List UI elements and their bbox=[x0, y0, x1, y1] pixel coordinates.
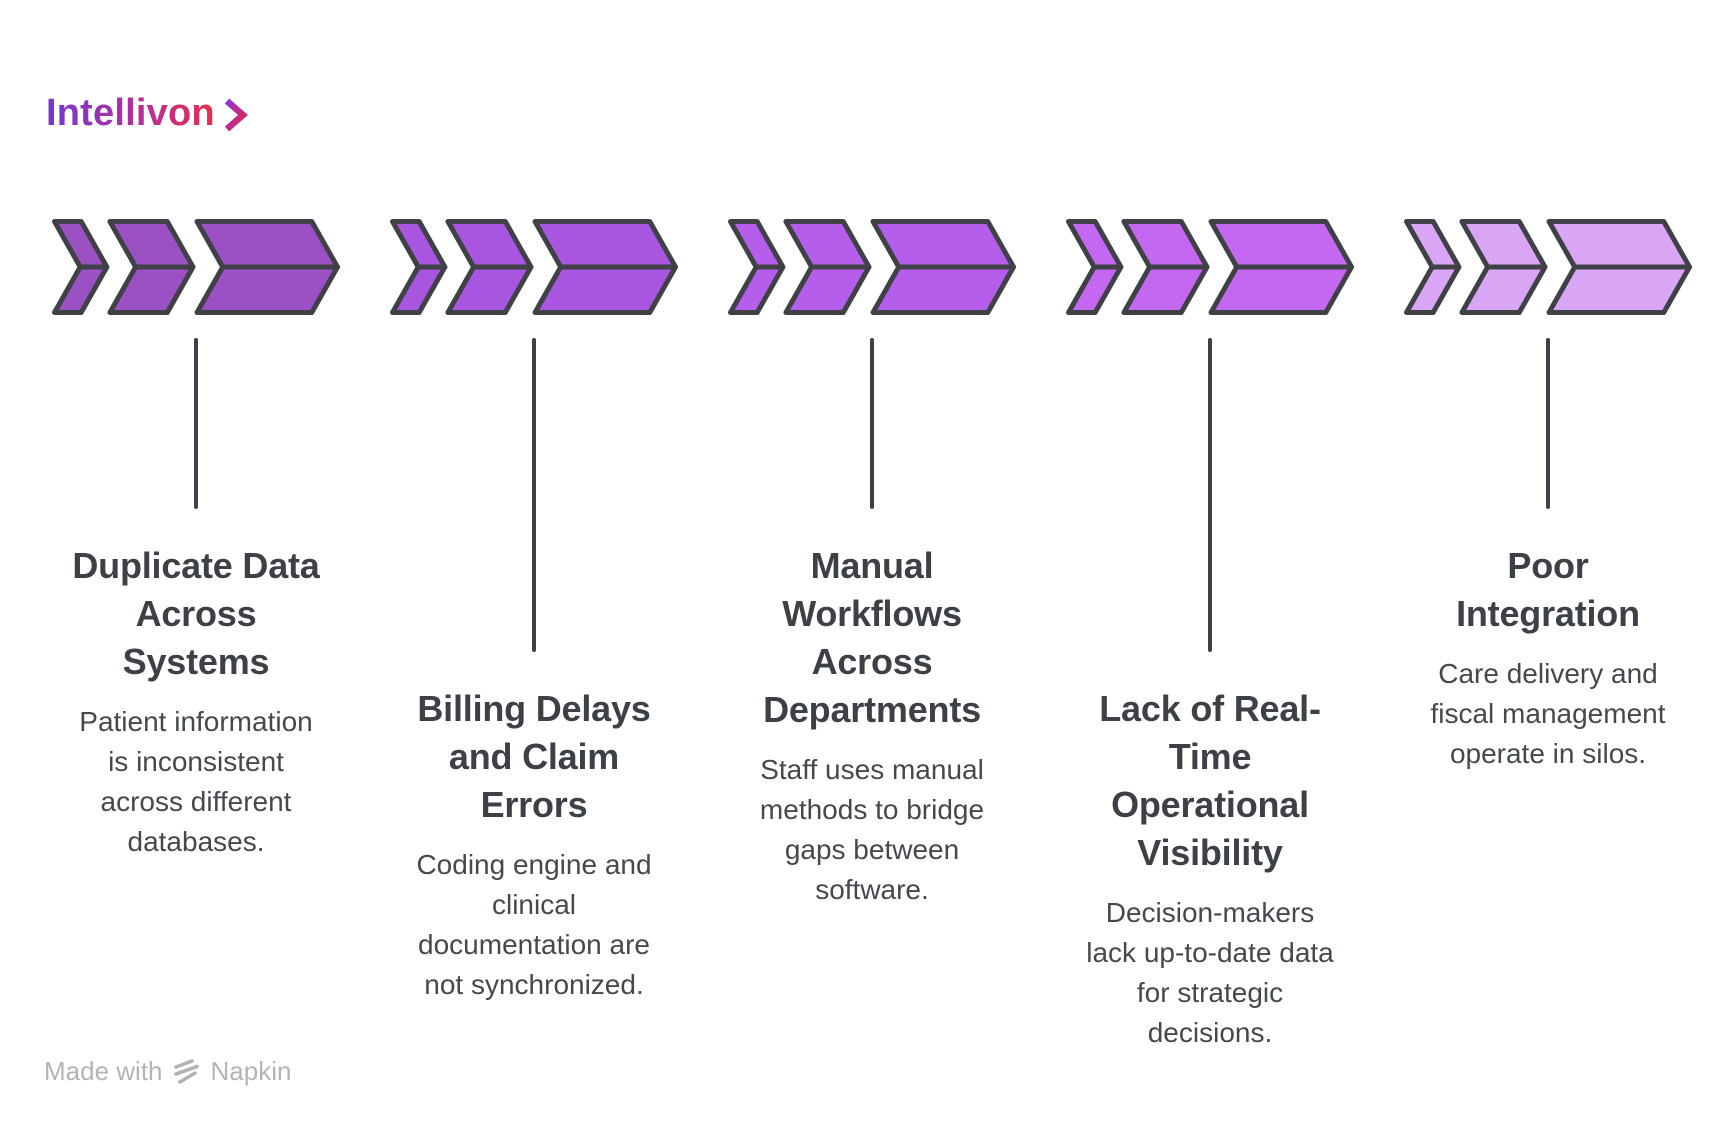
chevron-small-bottom-half bbox=[51, 264, 110, 315]
chevron-small-bottom-half bbox=[390, 264, 448, 315]
connector-line bbox=[194, 338, 198, 509]
chevron-large-bottom-half bbox=[194, 264, 340, 315]
step-column-duplicate-data: Duplicate Data Across Systems Patient in… bbox=[36, 219, 356, 862]
chevron-medium-top-half bbox=[445, 219, 534, 270]
step-title: Poor Integration bbox=[1456, 545, 1640, 634]
connector-line bbox=[1208, 338, 1212, 652]
chevron-small-top-half bbox=[1066, 219, 1124, 270]
chevron-arrow-group bbox=[727, 219, 1016, 315]
chevron-small-top-half bbox=[1404, 219, 1462, 270]
step-title: Lack of Real- Time Operational Visibilit… bbox=[1099, 688, 1321, 873]
chevron-medium-top-half bbox=[783, 219, 872, 270]
chevron-arrow-group bbox=[1404, 219, 1692, 315]
chevron-small-bottom-half bbox=[727, 264, 786, 315]
chevron-small-top-half bbox=[390, 219, 448, 270]
step-column-realtime-visibility: Lack of Real- Time Operational Visibilit… bbox=[1050, 219, 1370, 1053]
chevron-medium-bottom-half bbox=[1459, 264, 1548, 315]
napkin-label: Napkin bbox=[210, 1056, 292, 1086]
connector-line bbox=[1546, 338, 1550, 509]
step-column-manual-workflows: Manual Workflows Across Departments Staf… bbox=[712, 219, 1032, 910]
chevron-large-bottom-half bbox=[870, 264, 1016, 315]
chevron-small-top-half bbox=[727, 219, 786, 270]
chevron-large-top-half bbox=[1208, 219, 1354, 270]
brand-logo-text: Intellivon bbox=[46, 92, 215, 134]
brand-logo: Intellivon bbox=[46, 92, 250, 135]
napkin-attribution: Made with Napkin bbox=[44, 1056, 291, 1087]
brand-chevron-icon bbox=[224, 98, 248, 131]
chevron-medium-bottom-half bbox=[1121, 264, 1210, 315]
chevron-large-top-half bbox=[870, 219, 1016, 270]
connector-line bbox=[532, 338, 536, 652]
step-description: Patient information is inconsistent acro… bbox=[79, 706, 313, 857]
chevron-large-top-half bbox=[1546, 219, 1692, 270]
chevron-large-bottom-half bbox=[1546, 264, 1692, 315]
chevron-large-top-half bbox=[194, 219, 340, 270]
chevron-medium-top-half bbox=[1121, 219, 1210, 270]
chevron-large-top-half bbox=[532, 219, 679, 270]
chevron-arrow-group bbox=[390, 219, 679, 315]
step-description: Decision-makers lack up-to-date data for… bbox=[1086, 897, 1334, 1048]
step-column-billing-delays: Billing Delays and Claim Errors Coding e… bbox=[374, 219, 694, 1005]
connector-line bbox=[870, 338, 874, 509]
chevron-large-bottom-half bbox=[1208, 264, 1354, 315]
chevron-medium-top-half bbox=[1459, 219, 1548, 270]
step-description: Care delivery and fiscal management oper… bbox=[1430, 658, 1666, 769]
made-with-label: Made with bbox=[44, 1056, 163, 1086]
step-title: Duplicate Data Across Systems bbox=[72, 545, 320, 682]
chevron-small-top-half bbox=[51, 219, 110, 270]
chevron-arrow-group bbox=[1066, 219, 1354, 315]
chevron-medium-bottom-half bbox=[445, 264, 534, 315]
napkin-logo-icon bbox=[173, 1058, 199, 1084]
chevron-small-bottom-half bbox=[1066, 264, 1124, 315]
chevron-medium-top-half bbox=[107, 219, 196, 270]
step-column-poor-integration: Poor Integration Care delivery and fisca… bbox=[1388, 219, 1708, 774]
step-description: Coding engine and clinical documentation… bbox=[416, 849, 652, 1000]
chevron-medium-bottom-half bbox=[107, 264, 196, 315]
step-description: Staff uses manual methods to bridge gaps… bbox=[759, 754, 985, 905]
chevron-large-bottom-half bbox=[532, 264, 679, 315]
step-title: Manual Workflows Across Departments bbox=[763, 545, 981, 730]
chevron-small-bottom-half bbox=[1404, 264, 1462, 315]
step-title: Billing Delays and Claim Errors bbox=[417, 688, 651, 825]
chevron-medium-bottom-half bbox=[783, 264, 872, 315]
chevron-arrow-group bbox=[51, 219, 340, 315]
